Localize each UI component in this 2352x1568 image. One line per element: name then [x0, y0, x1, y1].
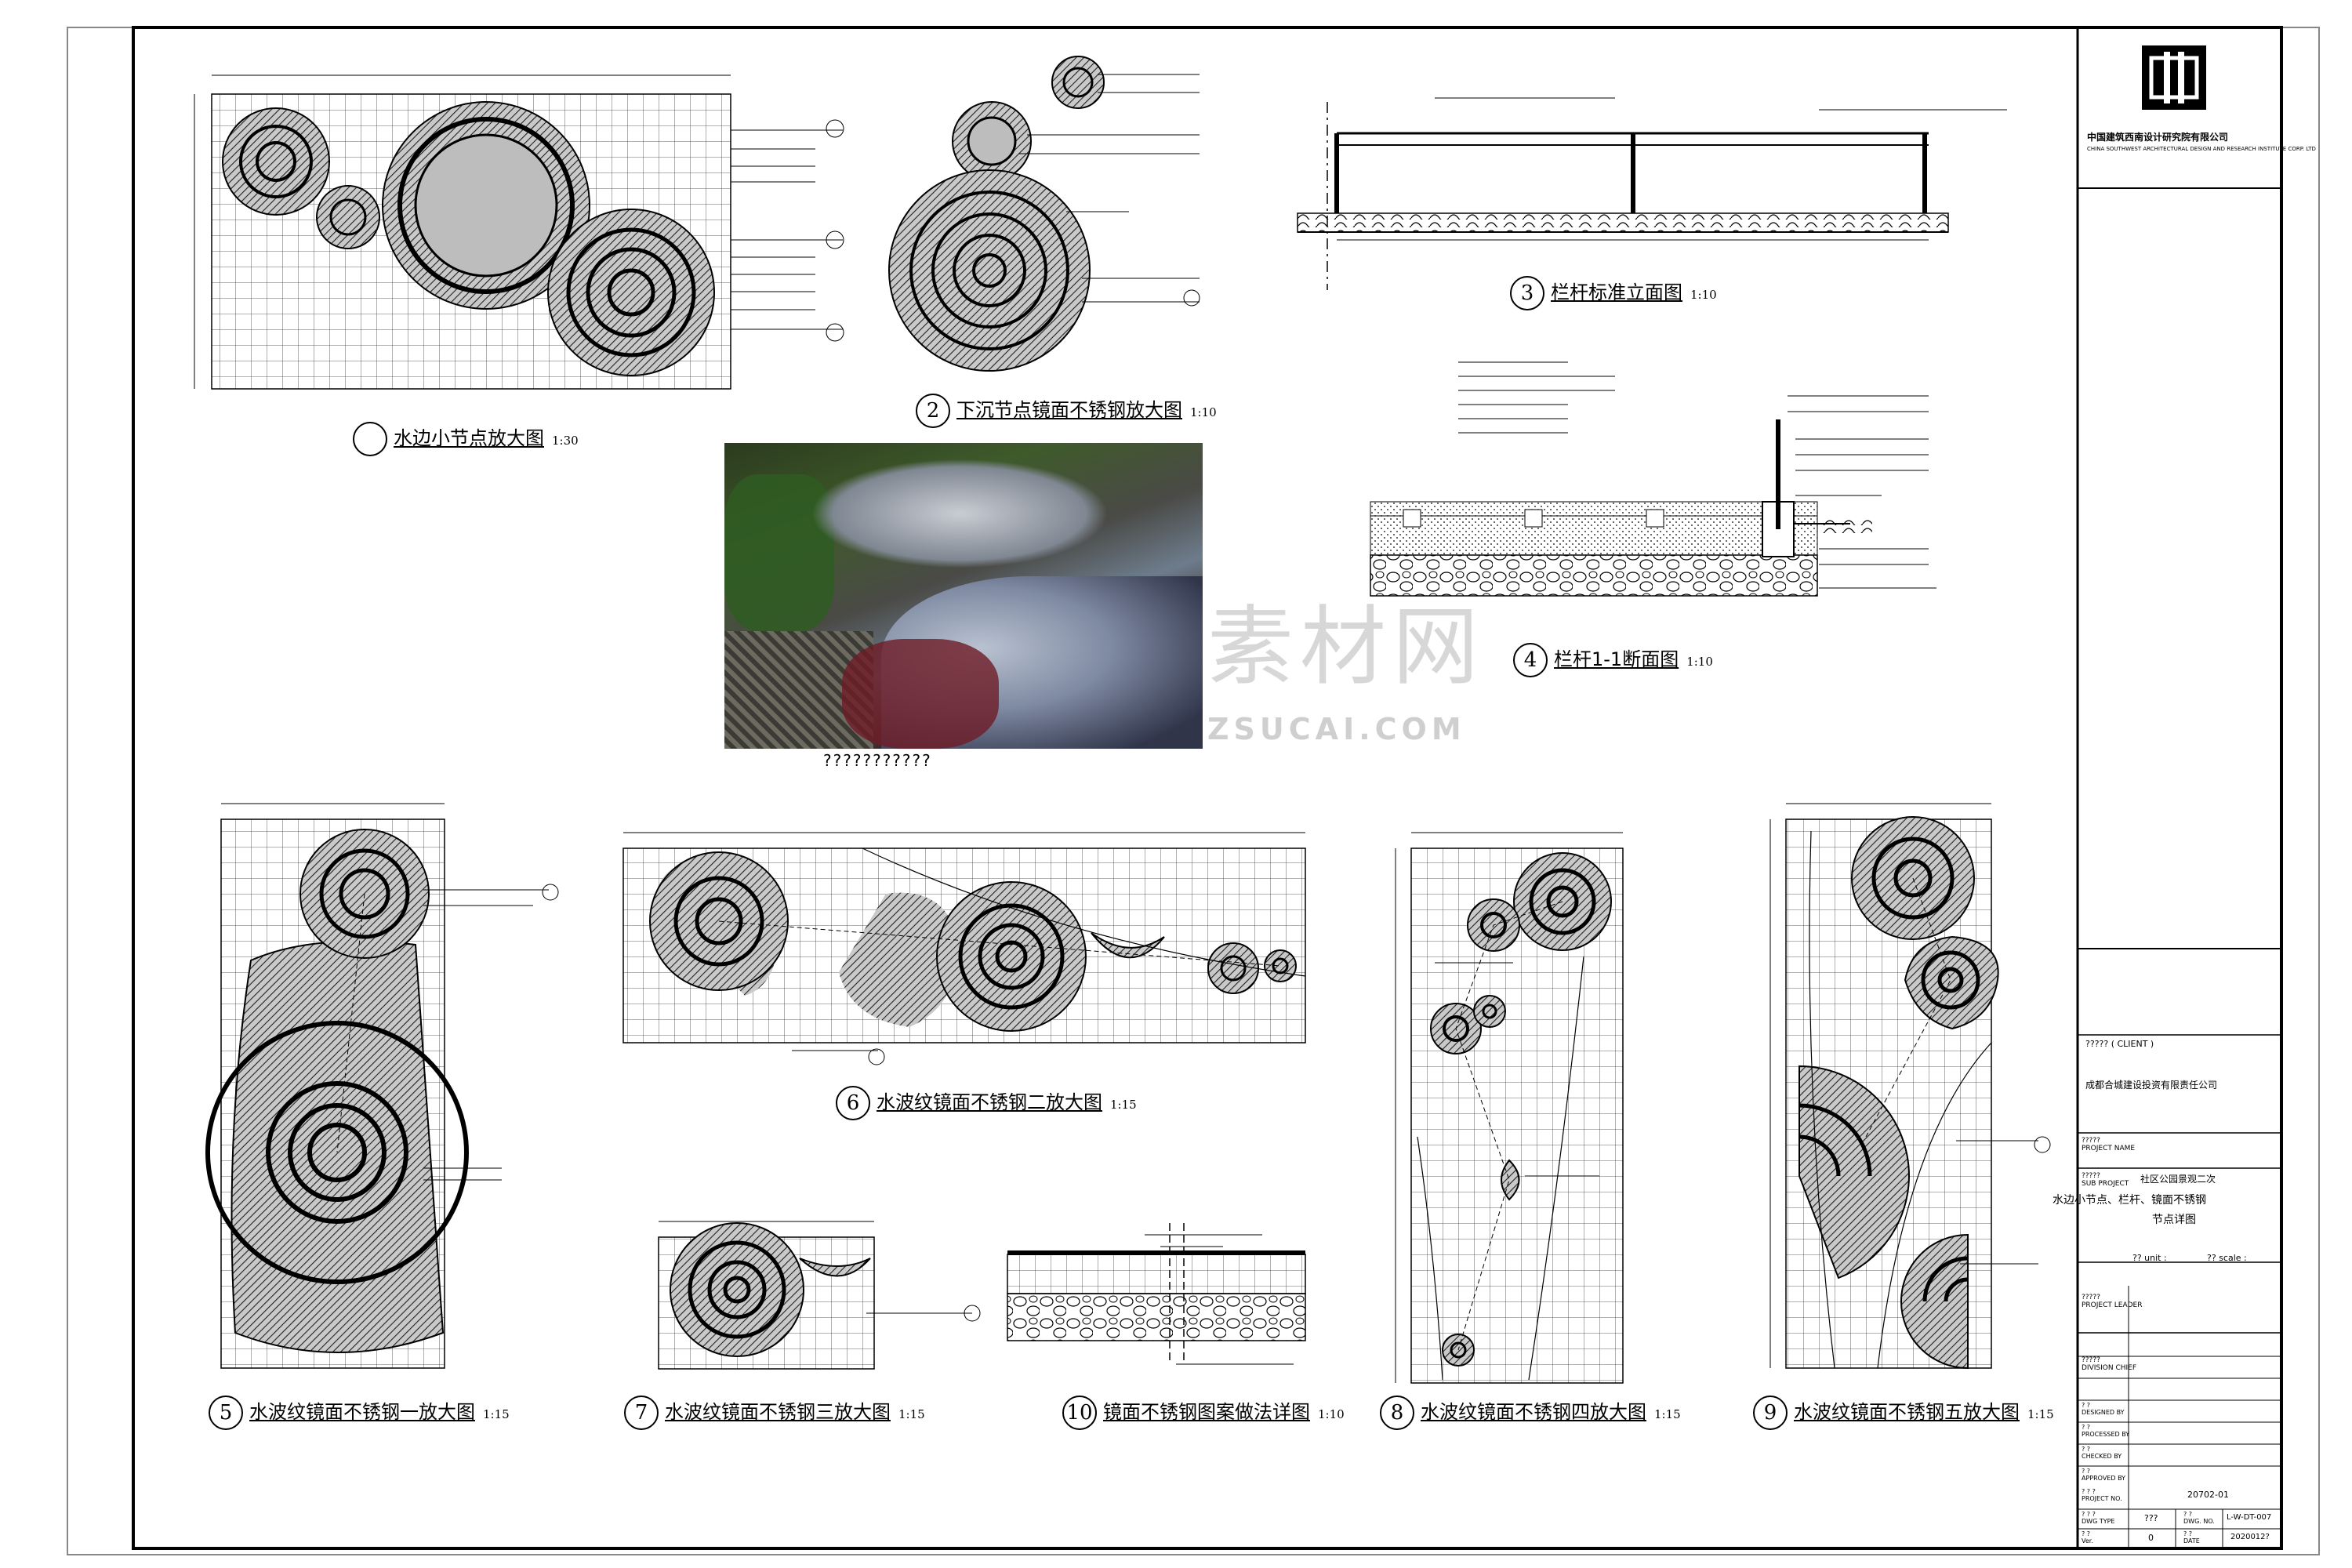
- dwg-type-value: ???: [2144, 1513, 2158, 1523]
- dwg-type-label: ? ? ? DWG TYPE: [2082, 1511, 2115, 1525]
- watermark-cn: 素材网: [1207, 597, 1485, 697]
- photo-caption: ???????????: [823, 751, 932, 770]
- date-value: 2020012?: [2230, 1533, 2270, 1541]
- company-logo: [2142, 45, 2206, 110]
- detail-1-plan: [194, 74, 844, 390]
- project-no-label: ? ? ? PROJECT NO.: [2082, 1488, 2122, 1502]
- checked-by-label: ? ? CHECKED BY: [2082, 1446, 2122, 1460]
- unit-label: ?? unit :: [2132, 1253, 2167, 1263]
- detail-5-plan: [205, 803, 559, 1369]
- ver-value: 0: [2148, 1533, 2154, 1543]
- detail-2-circles: [888, 56, 1200, 372]
- site-photo: [724, 443, 1203, 749]
- project-leader-label: ????? PROJECT LEADER: [2082, 1294, 2143, 1309]
- ver-label: ? ? Ver.: [2082, 1530, 2093, 1544]
- title-block: [2078, 187, 2281, 1548]
- detail-7-plan: [658, 1221, 981, 1370]
- project-name-label: ????? PROJECT NAME: [2082, 1137, 2136, 1152]
- project-no-value: 20702-01: [2187, 1490, 2229, 1500]
- company-name-cn: 中国建筑西南设计研究院有限公司: [2087, 132, 2229, 143]
- date-label: ? ? DATE: [2183, 1530, 2200, 1544]
- dwg-no-value: L-W-DT-007: [2227, 1513, 2272, 1522]
- detail-3-railing-elevation: [1297, 97, 2007, 290]
- company-name-en: CHINA SOUTHWEST ARCHITECTURAL DESIGN AND…: [2087, 146, 2316, 152]
- detail-9-plan: [1769, 803, 2051, 1370]
- approved-by-label: ? ? APPROVED BY: [2082, 1468, 2126, 1482]
- sub-project-label: ????? SUB PROJECT: [2082, 1172, 2129, 1188]
- detail-10-section: [1007, 1223, 1306, 1365]
- processed-by-label: ? ? PROCESSED BY: [2082, 1424, 2130, 1438]
- designed-by-label: ? ? DESIGNED BY: [2082, 1402, 2125, 1416]
- watermark-en: ZSUCAI.COM: [1207, 712, 1466, 746]
- inner-border: [132, 26, 2283, 1550]
- detail-8-plan: [1395, 832, 1624, 1384]
- drawing-name-value: 水边小节点、栏杆、镜面不锈钢: [2053, 1194, 2206, 1207]
- sub-project-value: 社区公园景观二次: [2140, 1174, 2216, 1185]
- client-label: ????? ( CLIENT ): [2085, 1039, 2154, 1049]
- scale-label: ?? scale :: [2207, 1253, 2247, 1263]
- detail-4-railing-section: [1370, 361, 1936, 597]
- detail-6-plan: [622, 832, 1306, 1065]
- division-chief-label: ????? DIVISION CHIEF: [2082, 1356, 2137, 1372]
- drawing-name-value-2: 节点详图: [2152, 1214, 2196, 1226]
- client-value: 成都合城建设投资有限责任公司: [2085, 1080, 2218, 1091]
- dwg-no-label: ? ? DWG. NO.: [2183, 1511, 2215, 1525]
